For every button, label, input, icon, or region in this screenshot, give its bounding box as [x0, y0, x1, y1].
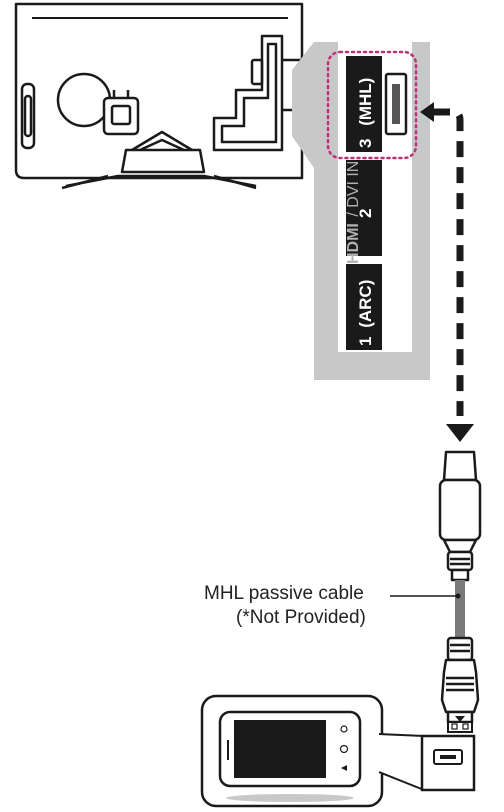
mhl-cable — [455, 580, 465, 638]
cable-label: MHL passive cable (*Not Provided) — [204, 582, 366, 630]
port-3-label: 3 (MHL) — [356, 78, 375, 148]
connection-path — [420, 102, 474, 442]
hdmi-logo-text: HDMI / DVI IN — [345, 161, 362, 264]
port-2-label: 2 — [356, 209, 375, 218]
home-icon — [339, 744, 349, 754]
usb-orientation-arrow-icon — [455, 716, 465, 722]
port-1-label: 1 (ARC) — [356, 280, 375, 346]
port-1-strip — [346, 264, 382, 350]
port-2-strip — [346, 160, 382, 256]
dashed-cable-route — [434, 108, 464, 416]
port-3-strip — [346, 56, 382, 152]
phone-shadow — [226, 794, 354, 802]
micro-usb-plug — [440, 636, 480, 724]
usb-plug-tip — [447, 721, 473, 733]
smartphone-screen — [234, 720, 326, 778]
hdmi-plug — [438, 450, 482, 582]
back-icon — [341, 765, 347, 771]
hdmi-port-panel — [314, 42, 430, 380]
arrow-left-icon — [420, 102, 434, 122]
mhl-port-highlight — [326, 50, 418, 160]
port-labels: 3 (MHL) 2 1 (ARC) HDMI / DVI IN — [345, 78, 375, 346]
search-icon — [340, 725, 348, 733]
tv-back-body — [14, 2, 304, 190]
cable-label-note: (*Not Provided) — [236, 607, 366, 628]
arrow-down-icon — [446, 424, 474, 442]
cable-label-name: MHL passive cable — [204, 583, 364, 604]
callout-connector — [292, 42, 314, 168]
phone-callout — [200, 694, 476, 808]
